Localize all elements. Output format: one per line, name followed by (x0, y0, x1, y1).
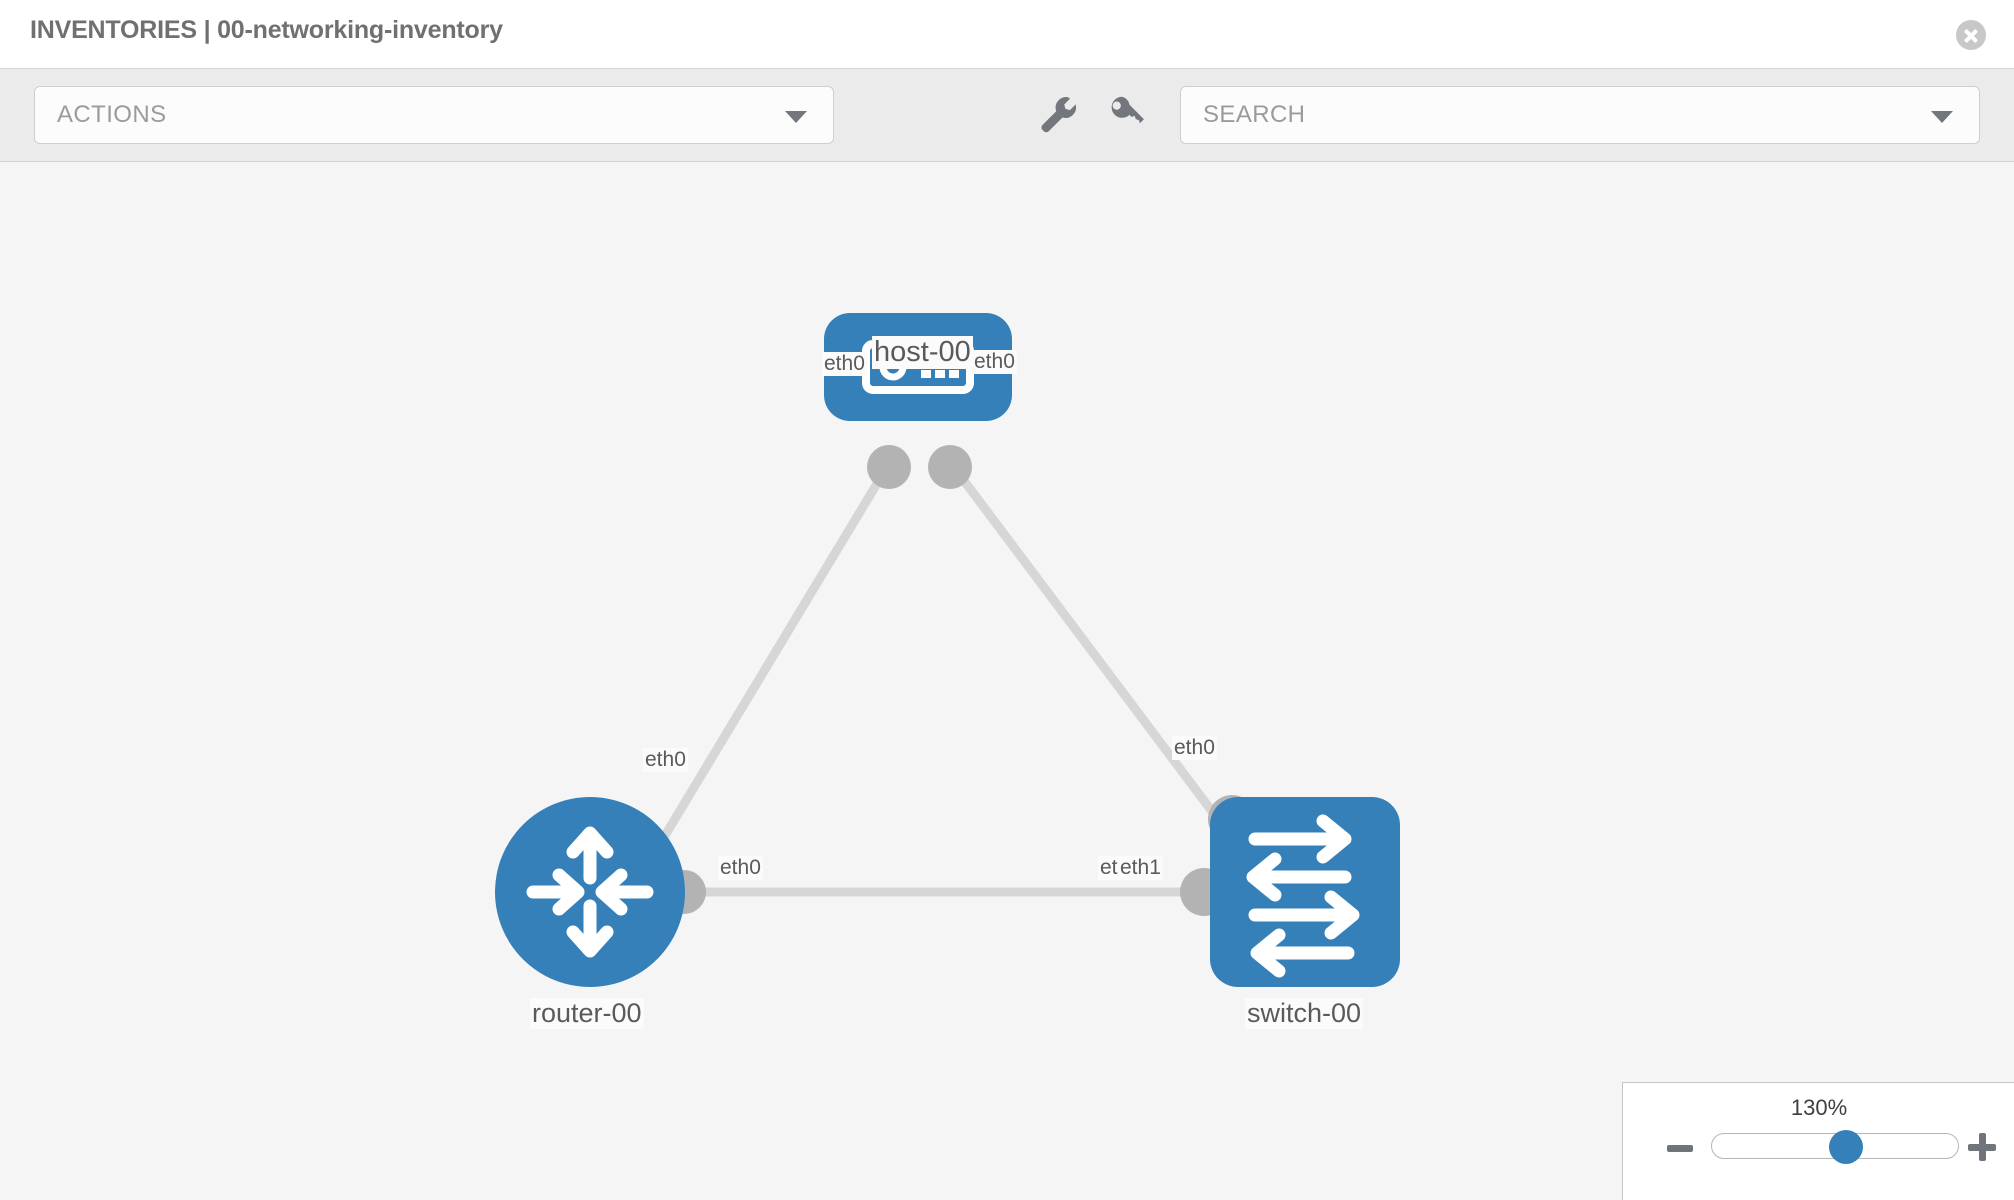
node-router-00[interactable] (495, 797, 685, 987)
topology-endpoints (662, 445, 1256, 916)
edge-label-router00-eth0: eth0 (718, 856, 763, 880)
node-label-router-00: router-00 (530, 998, 644, 1029)
edge-host00-router00[interactable] (636, 459, 894, 880)
node-router-00-shape[interactable] (495, 797, 685, 987)
node-label-host-00: host-00 (872, 336, 973, 369)
topology-edges (636, 459, 1239, 897)
switch-bidirectional-arrows-icon (1246, 814, 1360, 978)
edge-label-switch00-eth0-uplink: eth0 (1172, 736, 1217, 760)
app-header: INVENTORIES | 00-networking-inventory (0, 0, 2014, 68)
chevron-down-icon[interactable] (1931, 111, 1953, 123)
zoom-slider-thumb[interactable] (1828, 1130, 1863, 1164)
search-placeholder: SEARCH (1203, 101, 1306, 128)
node-switch-00[interactable] (1210, 797, 1400, 987)
zoom-level-value: 130% (1790, 1095, 1848, 1120)
node-label-switch-00: switch-00 (1245, 998, 1364, 1029)
zoom-out-button[interactable] (1667, 1145, 1693, 1152)
key-icon[interactable] (1103, 91, 1149, 137)
edge-label-router00-eth0-uplink: eth0 (643, 748, 688, 772)
actions-dropdown[interactable]: ACTIONS (34, 86, 834, 144)
endpoint-host00-eth0-left[interactable] (867, 445, 911, 489)
topology-graph (495, 313, 1400, 987)
edge-label-host00-eth0-right: eth0 (972, 350, 1017, 374)
endpoint-host00-eth0-right[interactable] (928, 445, 972, 489)
toolbar: ACTIONS SEARCH (0, 68, 2014, 162)
wrench-icon[interactable] (1035, 91, 1081, 137)
zoom-in-button[interactable] (1968, 1133, 1996, 1161)
edge-host00-switch00[interactable] (946, 459, 1239, 845)
actions-dropdown-label: ACTIONS (57, 101, 167, 128)
close-icon[interactable] (1956, 20, 1986, 50)
edge-label-host00-eth0-left: eth0 (822, 352, 867, 376)
topology-canvas[interactable]: host-00 router-00 switch-00 eth0 eth0 et… (0, 162, 2014, 1200)
page-title: INVENTORIES | 00-networking-inventory (30, 16, 503, 44)
zoom-slider[interactable] (1711, 1130, 1959, 1164)
router-four-arrows-icon (526, 826, 654, 958)
edge-label-switch00-eth1: eth1 (1118, 856, 1163, 880)
chevron-down-icon (785, 111, 807, 123)
zoom-control-panel: 130% (1622, 1082, 2014, 1200)
search-input[interactable]: SEARCH (1180, 86, 1980, 144)
